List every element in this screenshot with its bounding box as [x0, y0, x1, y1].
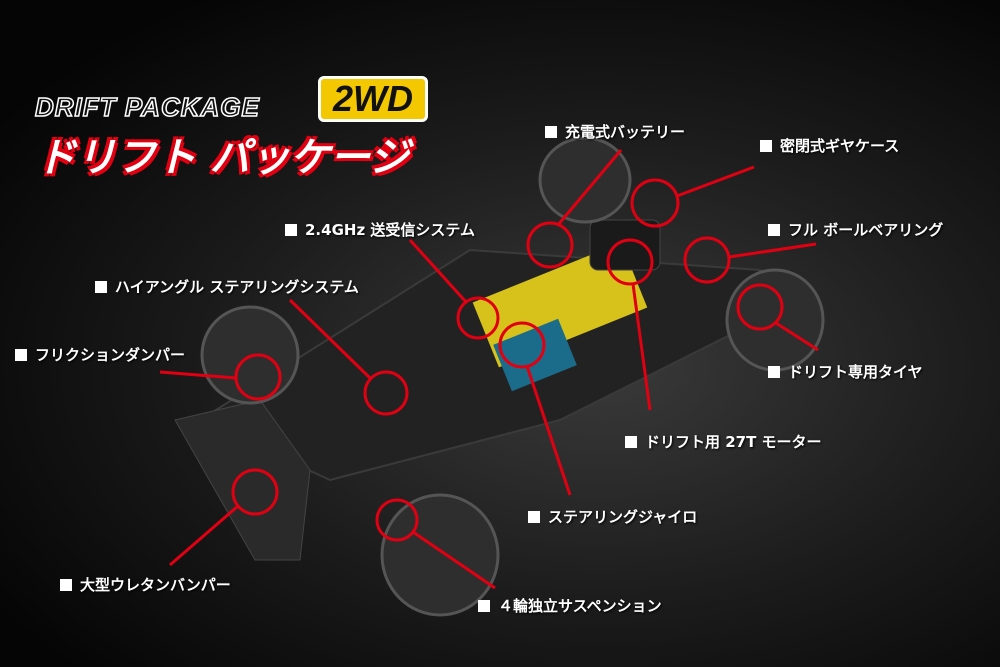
label-text: フリクションダンパー — [35, 346, 186, 364]
logo-2wd-badge: 2WD — [318, 76, 428, 122]
label-text: 密閉式ギヤケース — [780, 137, 900, 155]
label-text: 充電式バッテリー — [565, 123, 686, 141]
label-text: ハイアングル ステアリングシステム — [115, 278, 359, 296]
label-radio: 2.4GHz 送受信システム — [285, 219, 475, 240]
label-text: ４輪独立サスペンション — [498, 597, 662, 615]
callout-circle-bearing — [683, 236, 731, 284]
label-text: フル ボールベアリング — [788, 221, 944, 239]
label-text: ドリフト用 27T モーター — [645, 433, 822, 451]
label-text: ステアリングジャイロ — [548, 508, 698, 526]
logo-drift-package: DRIFT PACKAGE — [34, 91, 260, 123]
motor — [589, 219, 661, 271]
label-text: 大型ウレタンバンパー — [80, 576, 231, 594]
label-damper: フリクションダンパー — [15, 344, 185, 365]
callout-circle-tire — [736, 283, 784, 331]
wheel-front-right — [380, 493, 500, 617]
callout-circle-gyro — [498, 321, 546, 369]
callout-circle-suspension — [375, 498, 419, 542]
callout-line-motor — [631, 283, 652, 411]
label-gearcase: 密閉式ギヤケース — [760, 135, 899, 156]
label-gyro: ステアリングジャイロ — [528, 506, 697, 527]
callout-circle-radio — [456, 296, 500, 340]
callout-line-battery — [556, 149, 623, 226]
callout-line-gearcase — [676, 165, 755, 198]
callout-line-radio — [408, 238, 468, 304]
esc — [493, 318, 577, 392]
callout-line-suspension — [412, 530, 496, 590]
label-text: 2.4GHz 送受信システム — [305, 221, 475, 239]
callout-circle-bumper — [231, 468, 279, 516]
label-text: ドリフト専用タイヤ — [788, 363, 923, 381]
label-bearing: フル ボールベアリング — [768, 219, 943, 240]
label-tire: ドリフト専用タイヤ — [768, 361, 923, 382]
callout-circle-steering — [363, 370, 409, 416]
callout-line-damper — [159, 370, 237, 380]
callout-line-bearing — [728, 242, 817, 259]
callout-line-tire — [775, 321, 819, 352]
callout-line-gyro — [525, 365, 572, 496]
label-suspension: ４輪独立サスペンション — [478, 595, 662, 616]
label-bumper: 大型ウレタンバンパー — [60, 574, 231, 595]
callout-line-bumper — [169, 504, 239, 567]
logo-drift-package-jp: ドリフト パッケージ — [35, 134, 410, 182]
callout-line-steering — [288, 298, 372, 380]
callout-circle-motor — [606, 238, 654, 286]
callout-circle-damper — [234, 353, 282, 401]
label-steering: ハイアングル ステアリングシステム — [95, 276, 359, 297]
callout-circle-battery — [526, 221, 574, 269]
wheel-rear-left — [538, 136, 632, 224]
label-battery: 充電式バッテリー — [545, 121, 685, 142]
label-motor: ドリフト用 27T モーター — [625, 431, 822, 452]
callout-circle-gearcase — [630, 178, 680, 228]
